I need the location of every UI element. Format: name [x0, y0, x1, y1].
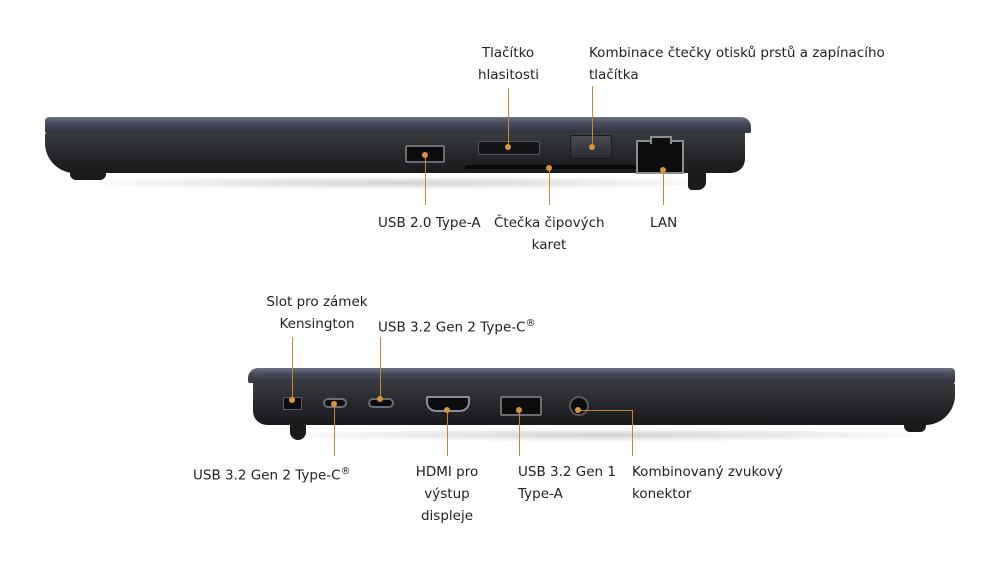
laptop-lid: [45, 117, 751, 133]
label-volume-button: Tlačítko hlasitosti: [478, 42, 539, 86]
leader-dot: [331, 401, 337, 407]
registered-mark: ®: [340, 466, 351, 477]
shadow: [260, 428, 950, 442]
label-line: hlasitosti: [478, 67, 539, 83]
label-text: USB 3.2 Gen 2 Type-C: [378, 319, 526, 336]
leader-line: [549, 168, 550, 205]
label-usb-c-gen2-bottom: USB 3.2 Gen 2 Type-C®: [193, 461, 351, 487]
label-line: Tlačítko: [481, 45, 535, 61]
leader-line: [508, 88, 509, 148]
label-line: karet: [531, 237, 567, 253]
leader-line: [447, 410, 448, 456]
leader-dot: [660, 167, 666, 173]
leader-dot: [516, 407, 522, 413]
leader-dot: [289, 397, 295, 403]
lan-port-tab: [650, 136, 672, 144]
label-line: Slot pro zámek: [266, 294, 368, 310]
leader-dot: [505, 144, 511, 150]
leader-dot: [546, 165, 552, 171]
label-line: Kombinovaný zvukový: [632, 464, 784, 480]
leader-dot: [589, 144, 595, 150]
leader-line: [663, 170, 664, 205]
leader-dot: [444, 407, 450, 413]
laptop-body: [253, 383, 955, 425]
leader-line: [519, 410, 520, 456]
registered-mark: ®: [525, 318, 536, 329]
leader-dot: [422, 152, 428, 158]
label-usb-3-gen1-type-a: USB 3.2 Gen 1 Type-A: [518, 461, 616, 505]
leader-line: [632, 410, 633, 456]
leader-dot: [575, 407, 581, 413]
leader-line: [592, 86, 593, 148]
label-line: Čtečka čipových: [494, 215, 605, 231]
leader-line: [425, 155, 426, 205]
label-usb-c-gen2-top: USB 3.2 Gen 2 Type-C®: [378, 313, 536, 339]
leader-line: [292, 337, 293, 400]
label-line: USB 3.2 Gen 1: [518, 464, 616, 480]
label-line: výstup: [424, 486, 470, 502]
smart-card-slot: [465, 165, 650, 169]
label-usb-2-type-a: USB 2.0 Type-A: [378, 215, 481, 231]
label-lan: LAN: [650, 215, 678, 231]
power-fingerprint-button: [570, 135, 612, 159]
leader-dot: [377, 396, 383, 402]
foot: [290, 422, 306, 440]
label-line: HDMI pro: [415, 464, 479, 480]
leader-line: [380, 337, 381, 399]
label-text: USB 3.2 Gen 2 Type-C: [193, 467, 341, 484]
foot: [904, 422, 926, 432]
label-line: Type-A: [518, 486, 563, 502]
label-audio-combo-jack: Kombinovaný zvukový konektor: [632, 461, 783, 505]
label-fingerprint-power: Kombinace čtečky otisků prstů a zapínací…: [589, 42, 885, 86]
usb-a-port: [500, 396, 542, 416]
leader-line: [334, 404, 335, 456]
label-line: Kombinace čtečky otisků prstů a zapínací…: [589, 45, 885, 61]
label-smart-card-reader: Čtečka čipových karet: [494, 212, 605, 256]
label-line: Kensington: [279, 316, 355, 332]
label-hdmi: HDMI pro výstup displeje: [407, 461, 487, 527]
foot: [688, 168, 706, 190]
audio-jack: [569, 396, 589, 416]
label-line: displeje: [420, 508, 474, 524]
leader-line: [578, 410, 633, 411]
laptop-lid: [248, 368, 955, 383]
label-line: tlačítka: [589, 67, 639, 83]
shadow: [60, 176, 740, 190]
label-line: konektor: [632, 486, 692, 502]
label-kensington-slot: Slot pro zámek Kensington: [262, 291, 372, 335]
